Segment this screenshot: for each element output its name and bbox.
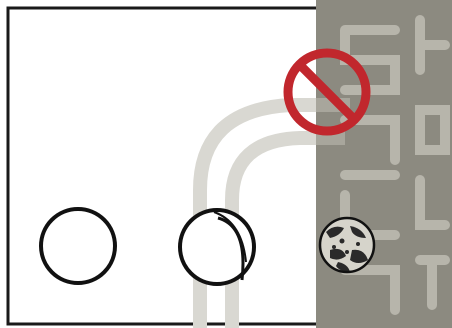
crescent-circle-icon — [180, 210, 254, 284]
empty-circle-icon — [41, 209, 115, 283]
textured-ball-icon — [320, 218, 374, 272]
